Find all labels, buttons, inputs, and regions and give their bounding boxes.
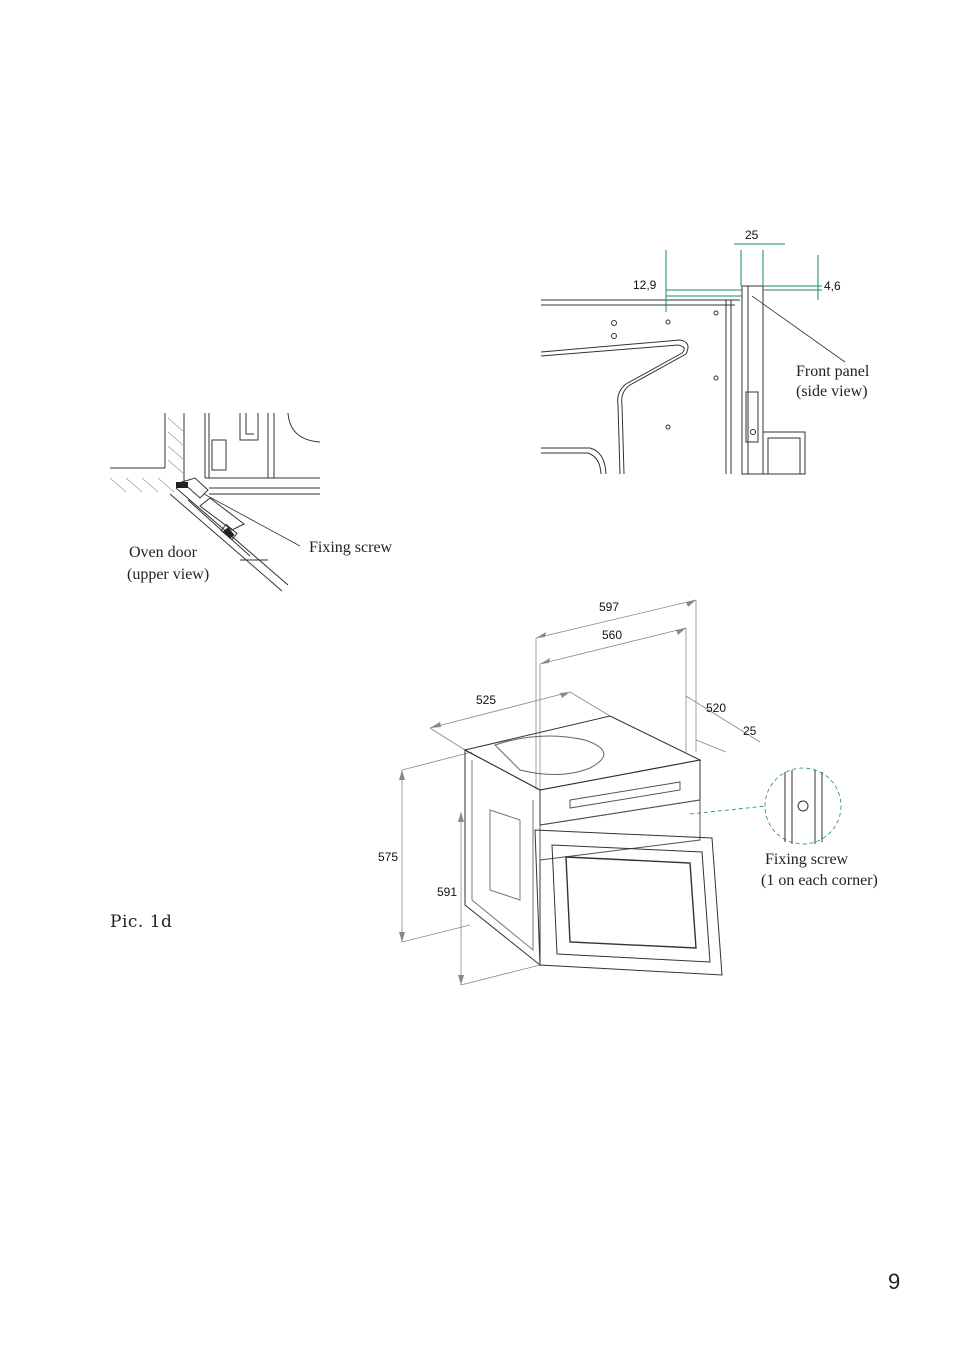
figure-caption: Pic. 1d — [110, 912, 173, 932]
dimension-12-9: 12,9 — [633, 278, 657, 292]
fixing-screw-corner-note: (1 on each corner) — [761, 872, 878, 889]
dimension-575: 575 — [378, 850, 399, 864]
dimension-25-depth: 25 — [743, 724, 757, 738]
fixing-screw-label-left: Fixing screw — [309, 539, 393, 556]
oven-door-sublabel: (upper view) — [127, 566, 210, 583]
dimension-4-6: 4,6 — [824, 279, 841, 293]
oven-door-label: Oven door — [129, 544, 197, 561]
dimension-560: 560 — [602, 628, 623, 642]
dimension-520: 520 — [706, 701, 727, 715]
dimension-525: 525 — [476, 693, 497, 707]
front-panel-label: Front panel — [796, 363, 870, 380]
front-panel-sublabel: (side view) — [796, 383, 868, 400]
dimension-25-top: 25 — [745, 228, 759, 242]
dimension-591: 591 — [437, 885, 458, 899]
page-number: 9 — [888, 1269, 901, 1294]
dimension-597: 597 — [599, 600, 620, 614]
fixing-screw-label-right: Fixing screw — [765, 851, 849, 868]
